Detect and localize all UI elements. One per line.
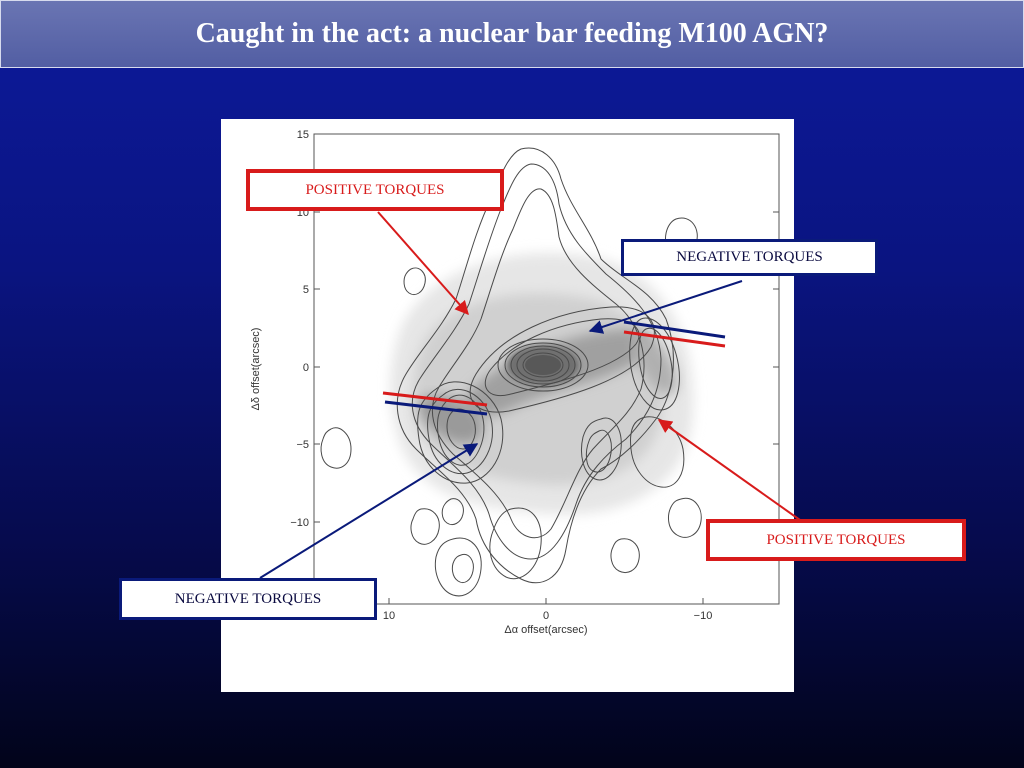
y-tick-15: 15 (297, 129, 309, 141)
y-tick-minus-10: −10 (290, 517, 309, 529)
slide-title: Caught in the act: a nuclear bar feeding… (195, 18, 829, 49)
y-axis-label: Δδ offset(arcsec) (250, 328, 262, 411)
negative-torques-bottom-label: NEGATIVE TORQUES (119, 578, 377, 620)
positive-torques-bottom-arrow (657, 419, 801, 521)
positive-torques-top-arrow (377, 211, 469, 316)
x-tick-labels: 10 0 −10 (383, 610, 712, 622)
negative-torques-top-arrow (588, 280, 743, 334)
x-axis-label: Δα offset(arcsec) (504, 624, 587, 636)
y-tick-minus-5: −5 (296, 439, 309, 451)
positive-torques-top-label: POSITIVE TORQUES (246, 169, 504, 211)
y-tick-5: 5 (303, 284, 309, 296)
y-tick-0: 0 (303, 362, 309, 374)
x-tick-10: 10 (383, 610, 395, 622)
bar-end-left-positive-line (382, 391, 488, 407)
bar-end-left-negative-line (384, 400, 488, 416)
positive-torques-bottom-label: POSITIVE TORQUES (706, 519, 966, 561)
slide-title-bar: Caught in the act: a nuclear bar feeding… (0, 0, 1024, 68)
contour-map-figure: 15 10 5 0 −5 −10 10 0 −10 Δα offset(arcs… (221, 119, 794, 692)
bar-end-right-positive-line (623, 330, 726, 348)
x-tick-minus-10: −10 (694, 610, 713, 622)
bar-end-right-negative-line (623, 320, 726, 339)
axis-ticks (314, 211, 779, 604)
negative-torques-top-label: NEGATIVE TORQUES (621, 239, 878, 276)
x-tick-0: 0 (543, 610, 549, 622)
negative-torques-bottom-arrow (259, 443, 479, 579)
